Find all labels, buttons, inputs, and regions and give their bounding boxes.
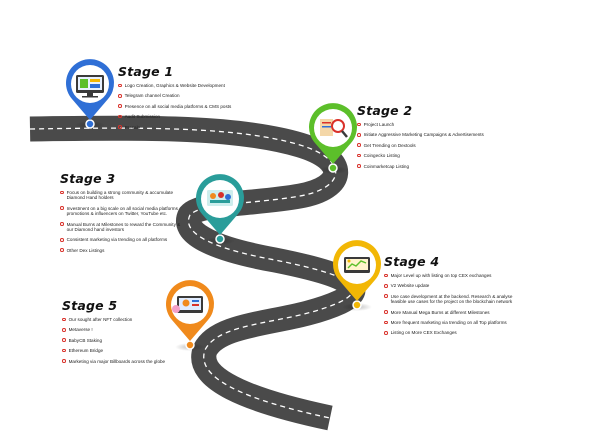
stage-4-title: Stage 4: [384, 254, 440, 269]
stage-2-title: Stage 2: [357, 103, 413, 118]
stage-2-pin: [309, 103, 357, 174]
list-item: Get Trending on Dextools: [357, 143, 522, 148]
bullet-icon: [384, 310, 388, 314]
list-item: Metaverse !: [62, 327, 187, 332]
bullet-icon: [62, 328, 66, 332]
stage-3-pin: [196, 174, 244, 245]
list-item: More Manual Mega Burns at different Mile…: [384, 310, 524, 315]
bullet-icon: [118, 125, 122, 129]
bullet-icon: [357, 143, 361, 147]
monitor-icon: [76, 75, 104, 98]
stage-4-block: Stage 4 Major Level up with listing on t…: [384, 254, 524, 341]
list-item: Other Dex Listings: [60, 248, 188, 253]
bullet-icon: [357, 164, 361, 168]
list-item: Audit Submission: [118, 114, 288, 119]
bullet-icon: [60, 222, 64, 226]
bullet-icon: [118, 114, 122, 119]
bullet-icon: [384, 294, 388, 298]
stage-1-block: Stage 1 Logo Creation, Graphics & Websit…: [118, 64, 288, 135]
stage-1-title: Stage 1: [118, 64, 174, 79]
bullet-icon: [118, 94, 122, 98]
list-item: Our sought after NFT collection: [62, 317, 187, 322]
stage-4-pin: [333, 240, 381, 311]
bullet-icon: [60, 248, 64, 253]
list-item: Initiate Aggressive Marketing Campaigns …: [357, 132, 522, 137]
bullet-icon: [357, 153, 361, 158]
stage-2-list: Project Launch Initiate Aggressive Marke…: [357, 122, 522, 169]
list-item: More frequent marketing via trending on …: [384, 320, 524, 325]
bullet-icon: [62, 338, 66, 342]
list-item: Manual Burns at Milestones to reward the…: [60, 222, 188, 233]
bullet-icon: [357, 133, 361, 137]
list-item: Logo Creation, Graphics & Website Develo…: [118, 83, 288, 88]
bullet-icon: [357, 122, 361, 127]
list-item: Major Level up with listing on top CEX e…: [384, 273, 524, 278]
list-item: Presence on all social media platforms &…: [118, 104, 288, 109]
list-item: Ethereum Bridge: [62, 348, 187, 353]
bullet-icon: [62, 359, 66, 363]
bullet-icon: [62, 348, 66, 353]
magnifier-icon: [320, 119, 348, 138]
bullet-icon: [384, 284, 388, 288]
bullet-icon: [118, 83, 122, 88]
list-item: V2 Website update: [384, 283, 524, 288]
stage-5-list: Our sought after NFT collection Metavers…: [62, 317, 187, 364]
list-item: Coingecko Listing: [357, 153, 522, 158]
exchange-icon: [344, 257, 370, 273]
list-item: Presale: [118, 125, 288, 130]
bullet-icon: [60, 206, 64, 210]
stage-2-block: Stage 2 Project Launch Initiate Aggressi…: [357, 103, 522, 174]
list-item: Telegram channel Creation: [118, 93, 288, 98]
bullet-icon: [60, 238, 64, 242]
stage-3-block: Stage 3 Focus on building a strong commu…: [60, 171, 188, 258]
road: [29, 113, 369, 433]
list-item: Coinmarketcap Listing: [357, 164, 522, 169]
list-item: BabyCB Staking: [62, 338, 187, 343]
bullet-icon: [118, 104, 122, 108]
community-icon: [207, 190, 233, 206]
list-item: Consistent marketing via trending on all…: [60, 237, 188, 242]
road-center-line: [29, 127, 354, 419]
list-item: Marketing via major Billboards across th…: [62, 359, 187, 364]
bullet-icon: [384, 331, 388, 335]
nft-icon: [172, 296, 203, 313]
stage-5-block: Stage 5 Our sought after NFT collection …: [62, 298, 187, 369]
bullet-icon: [62, 317, 66, 322]
list-item: Project Launch: [357, 122, 522, 127]
stage-1-list: Logo Creation, Graphics & Website Develo…: [118, 83, 288, 130]
bullet-icon: [60, 190, 64, 195]
stage-3-title: Stage 3: [60, 171, 116, 186]
bullet-icon: [384, 320, 388, 325]
stage-3-list: Focus on building a strong community & a…: [60, 190, 188, 253]
stage-5-pin: [166, 280, 214, 351]
stage-1-pin: [66, 59, 114, 129]
stage-4-list: Major Level up with listing on top CEX e…: [384, 273, 524, 336]
list-item: Investment on a big scale on all social …: [60, 206, 188, 217]
list-item: Focus on building a strong community & a…: [60, 190, 188, 201]
stage-5-title: Stage 5: [62, 298, 118, 313]
list-item: Listing on More CEX Exchanges: [384, 330, 524, 335]
list-item: Use case development at the backend. Res…: [384, 294, 524, 305]
bullet-icon: [384, 273, 388, 278]
